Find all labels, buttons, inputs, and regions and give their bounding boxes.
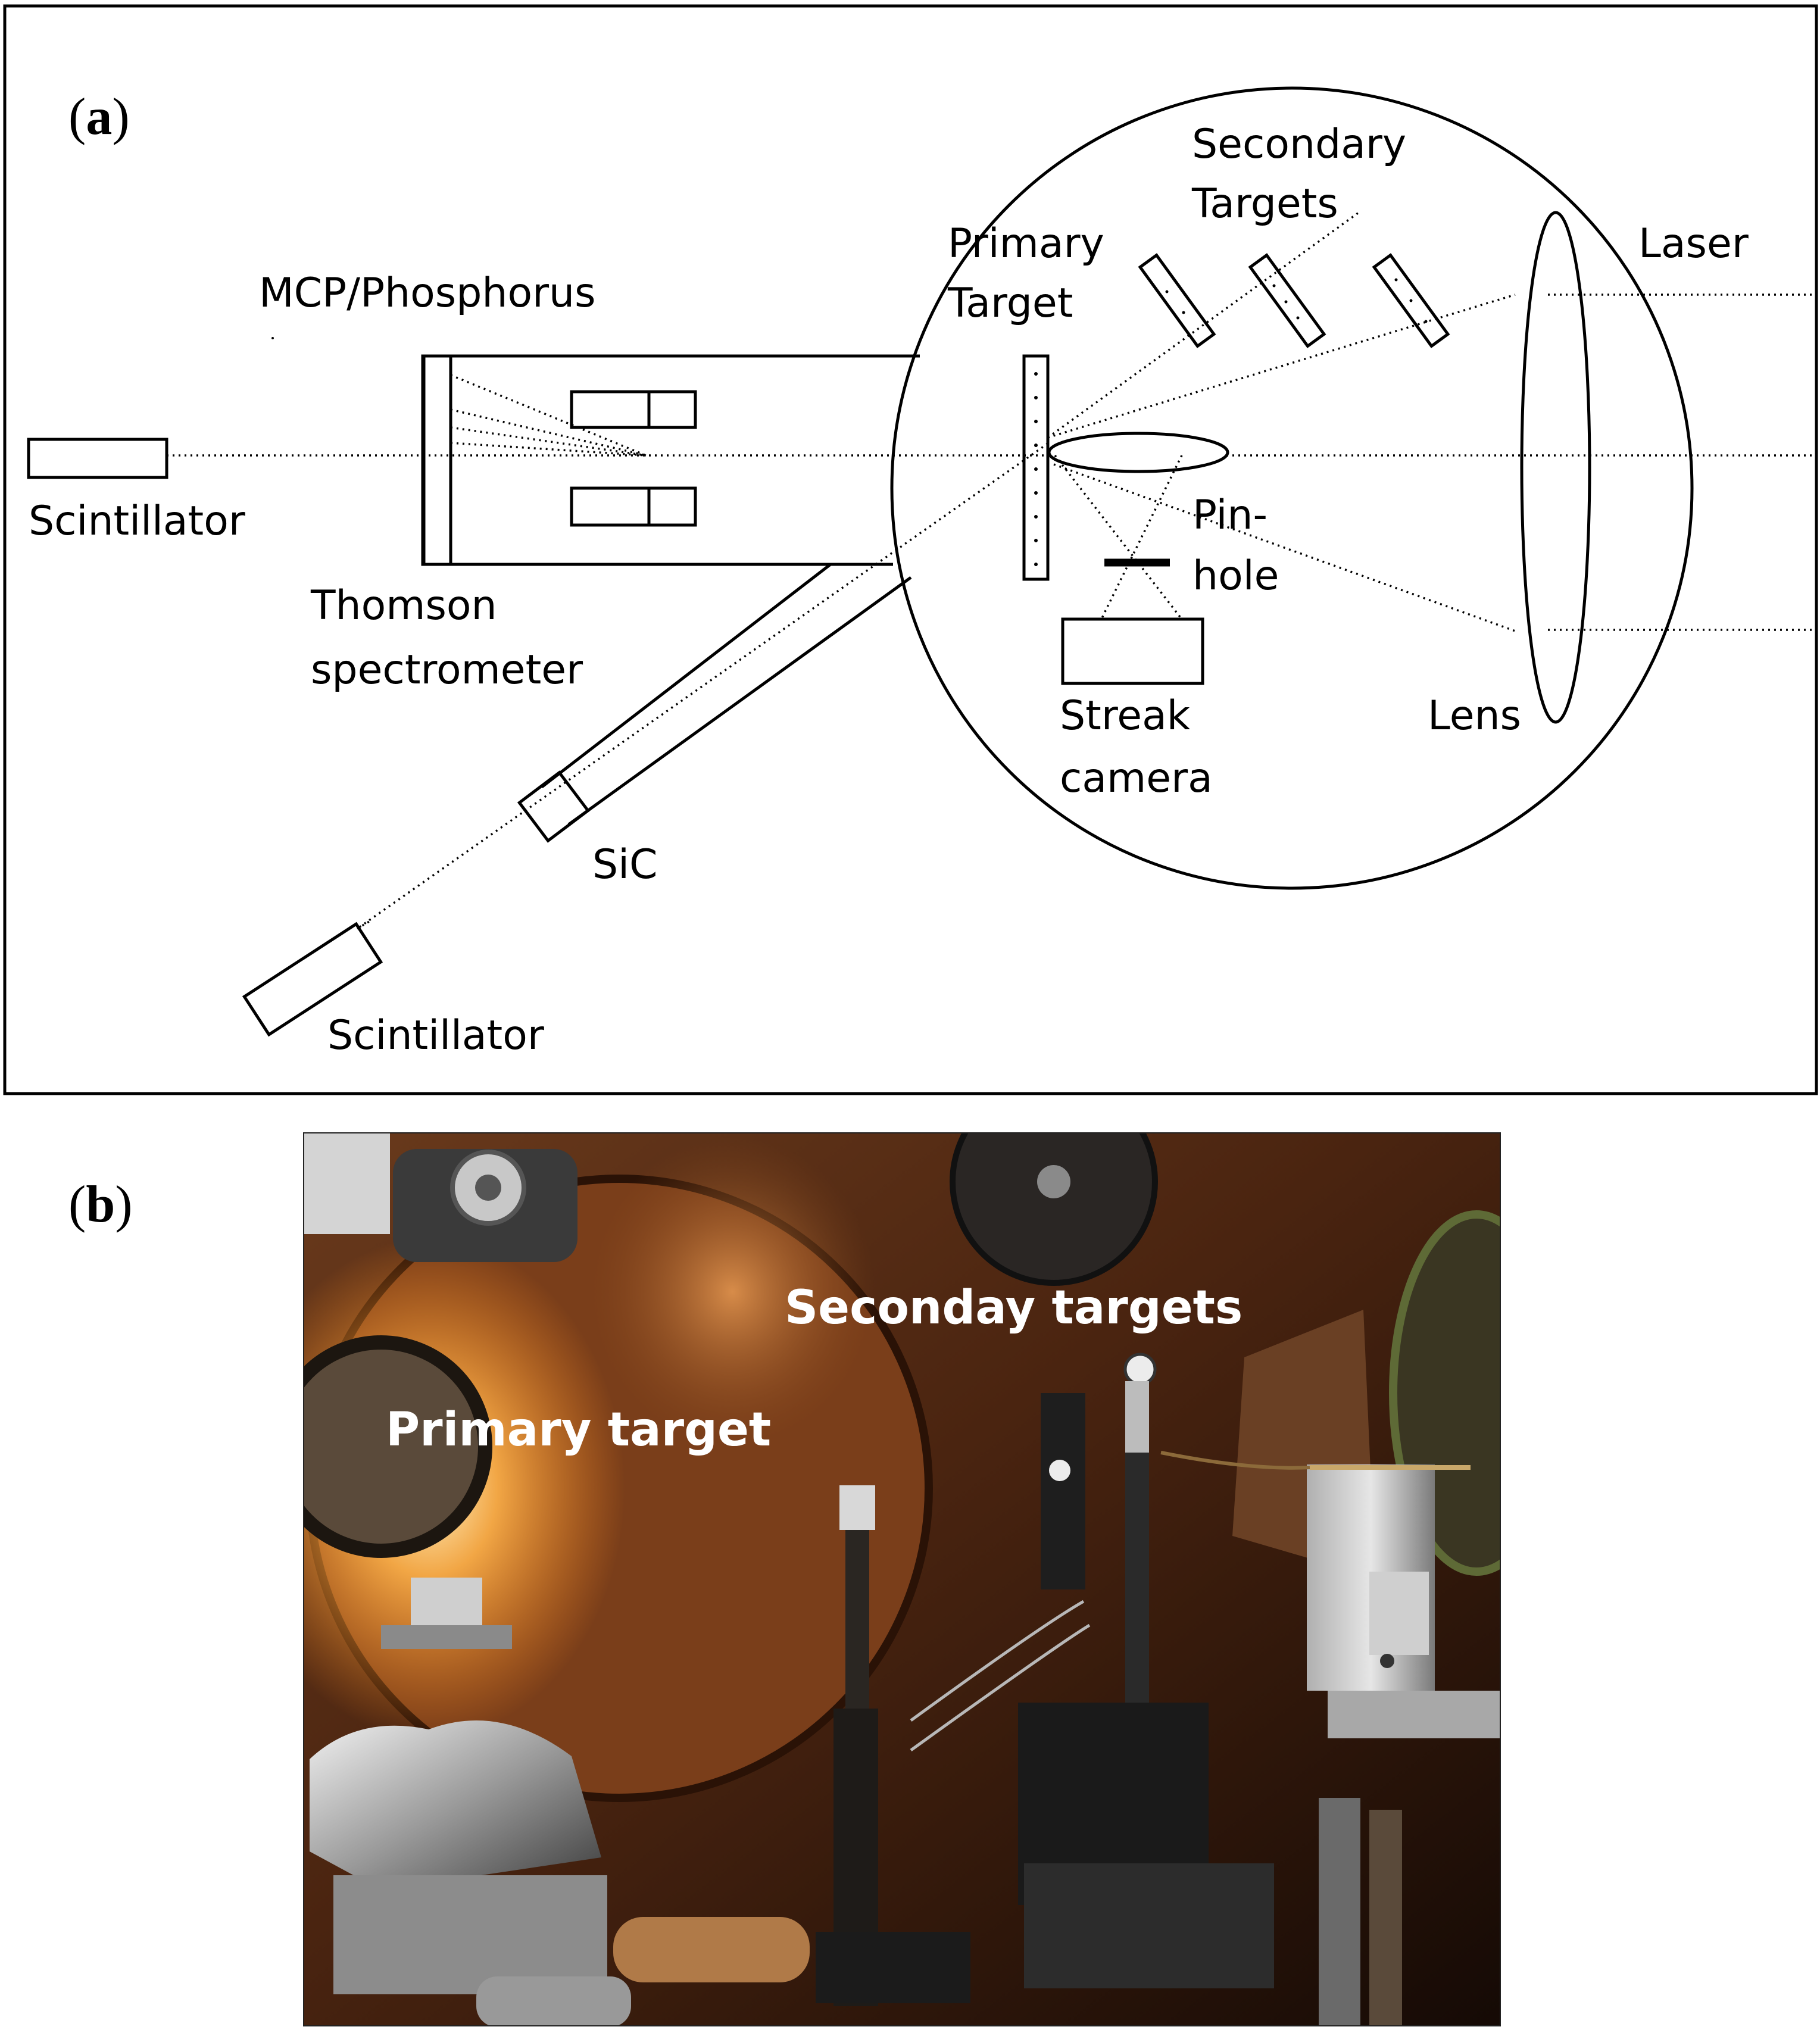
label-sic: SiC (592, 841, 658, 888)
label-primary-1: Primary (948, 220, 1104, 267)
panel-a-label: (a) (68, 88, 130, 146)
magnet-upper (570, 390, 697, 429)
label-pinhole-1: Pin- (1192, 492, 1268, 539)
left-viewport (304, 1335, 492, 1558)
ray-to-sic (356, 442, 1049, 930)
label-thomson-1: Thomson (310, 582, 497, 629)
panel-b-label: (b) (68, 1176, 133, 1233)
laser-focus-ellipse (1047, 432, 1229, 473)
sic-detector (517, 770, 591, 843)
label-photo-primary-target: Primary target (386, 1403, 771, 1457)
sic-tube (517, 563, 912, 843)
panel-b-photo-frame (303, 1132, 1501, 2026)
scintillator-bottom (242, 922, 383, 1037)
label-laser: Laser (1638, 220, 1749, 267)
magnet-lower (570, 486, 697, 527)
pinhole-imaging (1054, 454, 1204, 685)
ray-to-lens-bottom (1053, 463, 1516, 632)
thomson-spectrometer (421, 354, 920, 566)
mcp-phosphor-plate (422, 354, 452, 566)
ray-to-scintillator-bottom (357, 920, 370, 930)
label-secondary-2: Targets (1191, 180, 1338, 227)
panel-a-schematic: (a) (3, 4, 1818, 1095)
label-secondary-1: Secondary (1192, 121, 1406, 168)
primary-target-dots (1034, 372, 1038, 566)
panel-a-frame (3, 4, 1818, 1095)
chamber-port (950, 1133, 1158, 1286)
vacuum-chamber (890, 86, 1694, 890)
streak-camera (1061, 617, 1204, 685)
label-primary-2: Target (947, 280, 1073, 327)
label-scintillator-bottom: Scintillator (327, 1012, 544, 1059)
label-photo-secondary-targets: Seconday targets (785, 1281, 1243, 1335)
primary-target (1022, 354, 1050, 581)
label-mcp-phosphorus: MCP/Phosphorus (259, 270, 596, 317)
secondary-targets (1138, 253, 1450, 348)
label-thomson-2: spectrometer (311, 647, 583, 694)
label-streak-1: Streak (1060, 692, 1191, 739)
secondary-target-post (1041, 1393, 1085, 1589)
label-scintillator-top: Scintillator (29, 498, 245, 545)
focusing-lens (1520, 211, 1591, 724)
label-pinhole-2: hole (1192, 552, 1279, 599)
scintillator-top (27, 438, 168, 479)
foil-block (310, 1720, 601, 1890)
label-lens: Lens (1428, 692, 1521, 739)
ray-to-lens-top (1047, 293, 1516, 439)
panel-b-photo (304, 1133, 1500, 2026)
label-streak-2: camera (1060, 755, 1213, 802)
ray-to-secondary (1047, 210, 1362, 439)
